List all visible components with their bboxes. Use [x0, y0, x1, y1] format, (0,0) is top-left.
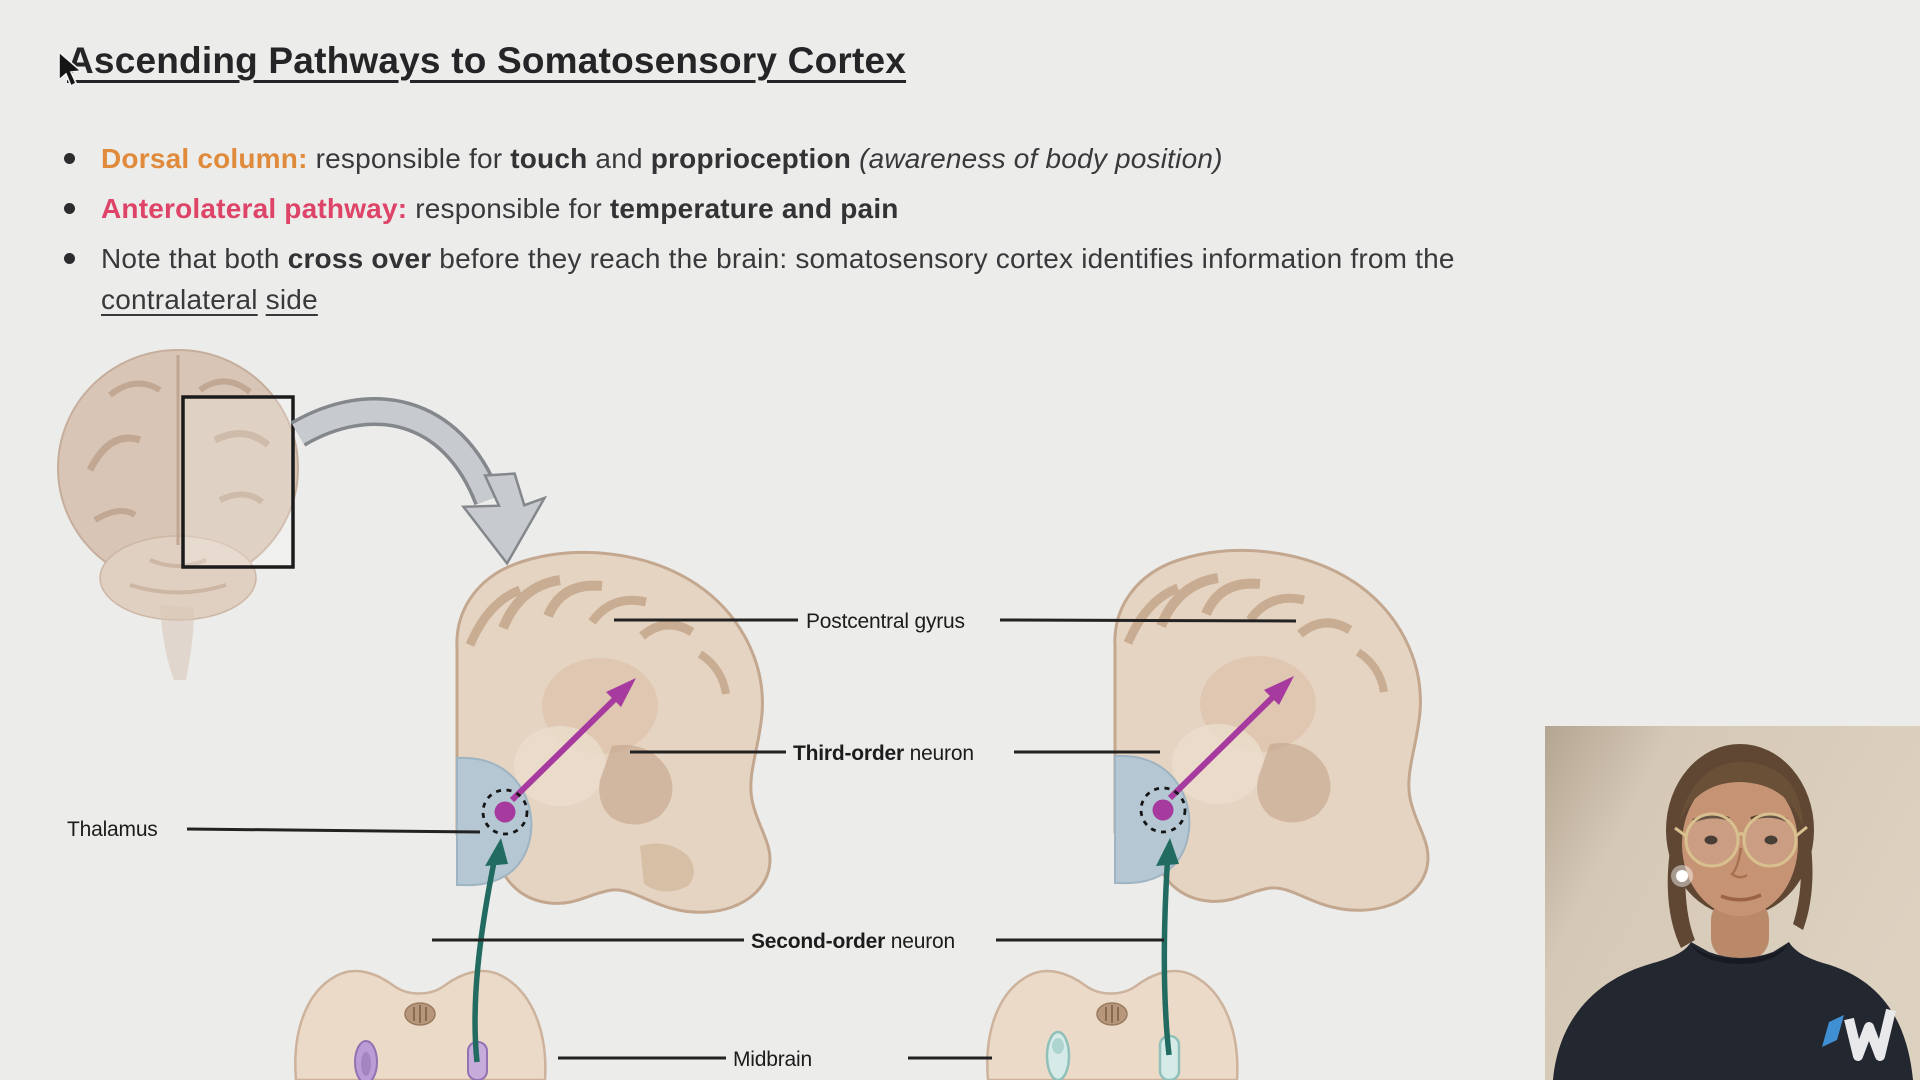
third-order-neuron-right — [1139, 676, 1294, 834]
bullet-icon — [64, 153, 75, 164]
page-title: Ascending Pathways to Somatosensory Cort… — [67, 40, 907, 81]
bullet-icon — [64, 253, 75, 264]
bullet-segment: cross over — [287, 243, 432, 274]
second-order-neuron-arrow-left — [472, 838, 508, 1063]
list-item: Dorsal column: responsible for touch and… — [64, 138, 1854, 179]
midbrain-section-right — [986, 969, 1239, 1080]
glasses — [1674, 812, 1808, 868]
bullet-segment: before they reach the brain: somatosenso… — [431, 243, 1455, 274]
dorsal-column-term: Dorsal column: — [101, 143, 316, 174]
bullet-segment: touch — [510, 143, 588, 174]
presenter-person — [1553, 744, 1913, 1080]
label-postcentral-gyrus: Postcentral gyrus — [806, 610, 965, 633]
bullet-list: Dorsal column: responsible for touch and… — [64, 138, 1854, 329]
third-order-neuron-left — [481, 678, 636, 836]
coronal-section-left — [455, 551, 772, 914]
bullet-segment: temperature and pain — [609, 193, 899, 224]
second-order-neuron-arrow-right — [1156, 838, 1179, 1056]
zoom-region-box — [181, 395, 295, 569]
mouse-cursor-icon — [58, 50, 83, 88]
thalamus-region-left — [456, 756, 533, 887]
presenter-webcam — [1545, 726, 1920, 1080]
label-midbrain: Midbrain — [733, 1048, 812, 1071]
diagram-labels: Postcentral gyrus Third-order neuron Tha… — [67, 610, 1297, 1071]
bullet-segment: and — [587, 143, 651, 174]
w-logo — [1822, 1008, 1896, 1061]
anterolateral-term: Anterolateral pathway: — [101, 193, 416, 224]
curved-arrow-icon — [290, 397, 548, 566]
label-thalamus: Thalamus — [67, 818, 158, 841]
bullet-segment: Note that both — [101, 243, 288, 274]
bullet-segment: (awareness of body position) — [851, 143, 1223, 174]
earring — [1671, 865, 1693, 887]
coronal-section-right — [1113, 549, 1430, 912]
bullet-icon — [64, 203, 75, 214]
midbrain-section-left — [294, 969, 547, 1080]
bullet-segment: side — [265, 284, 318, 315]
whole-brain-illustration — [57, 349, 299, 680]
contralateral-term: contralateral — [101, 284, 258, 315]
bullet-segment: responsible for — [315, 143, 511, 174]
bullet-segment: responsible for — [415, 193, 610, 224]
bullet-segment: proprioception — [650, 143, 852, 174]
list-item: Note that both cross over before they re… — [64, 238, 1854, 320]
slide-header: Ascending Pathways to Somatosensory Cort… — [67, 40, 906, 82]
label-second-order-neuron: Second-order neuron — [751, 930, 955, 953]
ascending-pathways-diagram: Postcentral gyrus Third-order neuron Tha… — [57, 349, 1430, 1080]
list-item: Anterolateral pathway: responsible for t… — [64, 188, 1854, 229]
label-third-order-neuron: Third-order neuron — [793, 742, 974, 765]
